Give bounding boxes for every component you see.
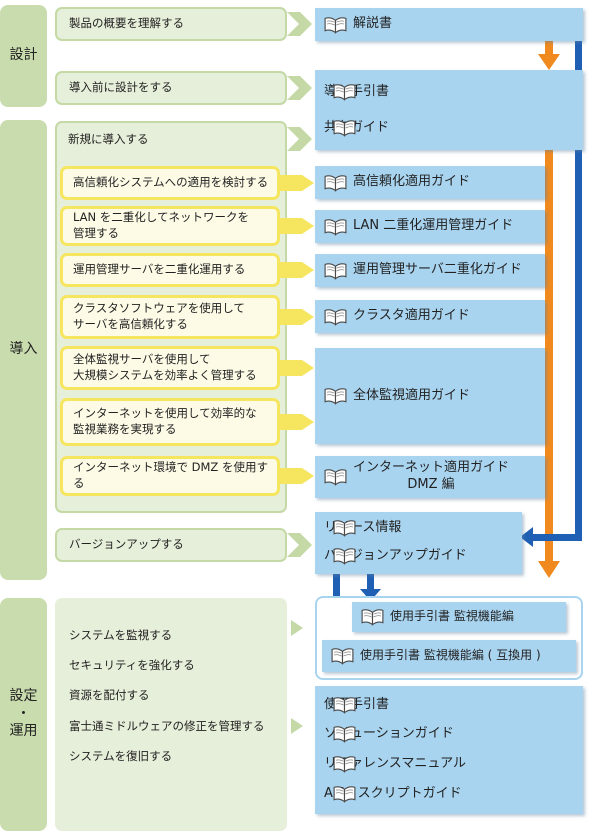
chevron-right-icon (291, 620, 303, 636)
doc-label: 高信頼化適用ガイド (353, 174, 471, 190)
doc-label: クラスタ適用ガイド (353, 308, 470, 324)
doc-release[interactable]: リリース情報 (324, 520, 401, 537)
task-server-duplex: 運用管理サーバを二重化運用する (60, 253, 280, 287)
doc-lan-duplex[interactable]: LAN 二重化運用管理ガイド (315, 210, 545, 243)
doc-kyouzon[interactable]: 共存ガイド (324, 120, 389, 137)
doc-label: バージョンアップガイド (324, 548, 467, 563)
ops-task-recover: システムを復旧する (69, 749, 173, 763)
phase-design: 設計 (0, 5, 47, 107)
doc-dounyu[interactable]: 導入手引書 (324, 84, 389, 101)
book-icon (333, 120, 356, 137)
chevron-right-icon (280, 360, 314, 376)
task-high-reliability: 高信頼化システムへの適用を検討する (60, 166, 280, 200)
doc-label: 使用手引書 監視機能編 (390, 609, 514, 624)
chevron-right-icon (287, 12, 312, 36)
book-icon (333, 548, 356, 565)
doc-monitor-manual[interactable]: 使用手引書 監視機能編 (352, 602, 566, 632)
doc-label: 運用管理サーバ二重化ガイド (353, 262, 522, 278)
chevron-right-icon (287, 127, 312, 151)
task-dmz: インターネット環境で DMZ を使用する (60, 456, 280, 496)
arrow-left-icon (520, 527, 533, 547)
task-cluster: クラスタソフトウェアを使用して サーバを高信頼化する (60, 295, 280, 339)
book-icon (324, 16, 347, 33)
task-new-intro: 新規に導入する (68, 132, 149, 146)
doc-user-manual[interactable]: 使用手引書 (324, 697, 389, 714)
book-icon (331, 648, 354, 665)
arrow-down-icon (360, 589, 381, 601)
doc-kaisetsu[interactable]: 解説書 (315, 8, 583, 41)
task-lan-duplex: LAN を二重化してネットワークを 管理する (60, 206, 280, 246)
book-icon (361, 609, 384, 626)
chevron-right-icon (280, 414, 314, 430)
doc-label: リファレンスマニュアル (324, 756, 466, 771)
doc-server-duplex[interactable]: 運用管理サーバ二重化ガイド (315, 254, 545, 287)
chevron-right-icon (291, 718, 303, 734)
book-icon (324, 218, 347, 235)
doc-internet[interactable]: インターネット適用ガイド DMZ 編 (315, 456, 545, 498)
book-icon (333, 697, 356, 714)
book-icon (324, 262, 347, 279)
book-icon (333, 84, 356, 101)
task-version-up: バージョンアップする (55, 528, 287, 562)
book-icon (333, 756, 356, 773)
doc-monitor-manual-compat[interactable]: 使用手引書 監視機能編 ( 互換用 ) (322, 640, 576, 672)
chevron-right-icon (287, 76, 312, 100)
doc-label: ソリューションガイド (324, 726, 454, 741)
task-internet-monitor: インターネットを使用して効率的な 監視業務を実現する (60, 398, 280, 446)
chevron-right-icon (287, 533, 312, 557)
chevron-right-icon (280, 262, 314, 278)
doc-reference-manual[interactable]: リファレンスマニュアル (324, 756, 466, 773)
doc-overall-monitor[interactable]: 全体監視適用ガイド (315, 348, 545, 444)
doc-label: API・スクリプトガイド (324, 786, 462, 801)
book-icon (333, 520, 356, 537)
doc-group-version: リリース情報 バージョンアップガイド (315, 512, 522, 574)
doc-label: 使用手引書 監視機能編 ( 互換用 ) (360, 648, 541, 663)
book-icon (324, 174, 347, 191)
doc-label: 解説書 (353, 16, 393, 32)
doc-version[interactable]: バージョンアップガイド (324, 548, 467, 565)
task-pre-design: 導入前に設計をする (55, 71, 287, 105)
book-icon (324, 308, 347, 325)
doc-group-ops: 使用手引書 ソリューションガイド リファレンスマニュアル API・スクリプトガイ… (315, 686, 583, 814)
ops-task-distribute: 資源を配付する (69, 688, 150, 702)
doc-label: インターネット適用ガイド DMZ 編 (353, 460, 510, 492)
chevron-right-icon (280, 175, 314, 191)
arrow-down-icon (538, 54, 560, 70)
ops-task-monitor: システムを監視する (69, 628, 173, 642)
chevron-right-icon (280, 309, 314, 325)
phase-ops: 設定 ・ 運用 (0, 598, 47, 831)
arrow-down-icon (538, 561, 560, 578)
ops-task-panel (55, 598, 287, 831)
book-icon (324, 469, 347, 486)
chevron-right-icon (280, 218, 314, 234)
doc-solution-guide[interactable]: ソリューションガイド (324, 726, 454, 743)
doc-label: LAN 二重化運用管理ガイド (353, 218, 514, 234)
doc-high-reliability[interactable]: 高信頼化適用ガイド (315, 166, 545, 199)
task-understand-overview: 製品の概要を理解する (55, 7, 287, 41)
ops-task-fujitsu-patch: 富士通ミドルウェアの修正を管理する (69, 719, 265, 733)
chevron-right-icon (280, 468, 314, 484)
doc-group-design: 導入手引書 共存ガイド (315, 70, 583, 150)
phase-intro: 導入 (0, 120, 47, 580)
task-overall-monitor: 全体監視サーバを使用して 大規模システムを効率よく管理する (60, 346, 280, 390)
doc-cluster[interactable]: クラスタ適用ガイド (315, 300, 545, 333)
doc-label: 全体監視適用ガイド (353, 387, 471, 403)
book-icon (333, 786, 356, 803)
doc-api-script-guide[interactable]: API・スクリプトガイド (324, 786, 462, 803)
book-icon (333, 726, 356, 743)
book-icon (324, 388, 347, 405)
ops-task-security: セキュリティを強化する (69, 658, 195, 672)
